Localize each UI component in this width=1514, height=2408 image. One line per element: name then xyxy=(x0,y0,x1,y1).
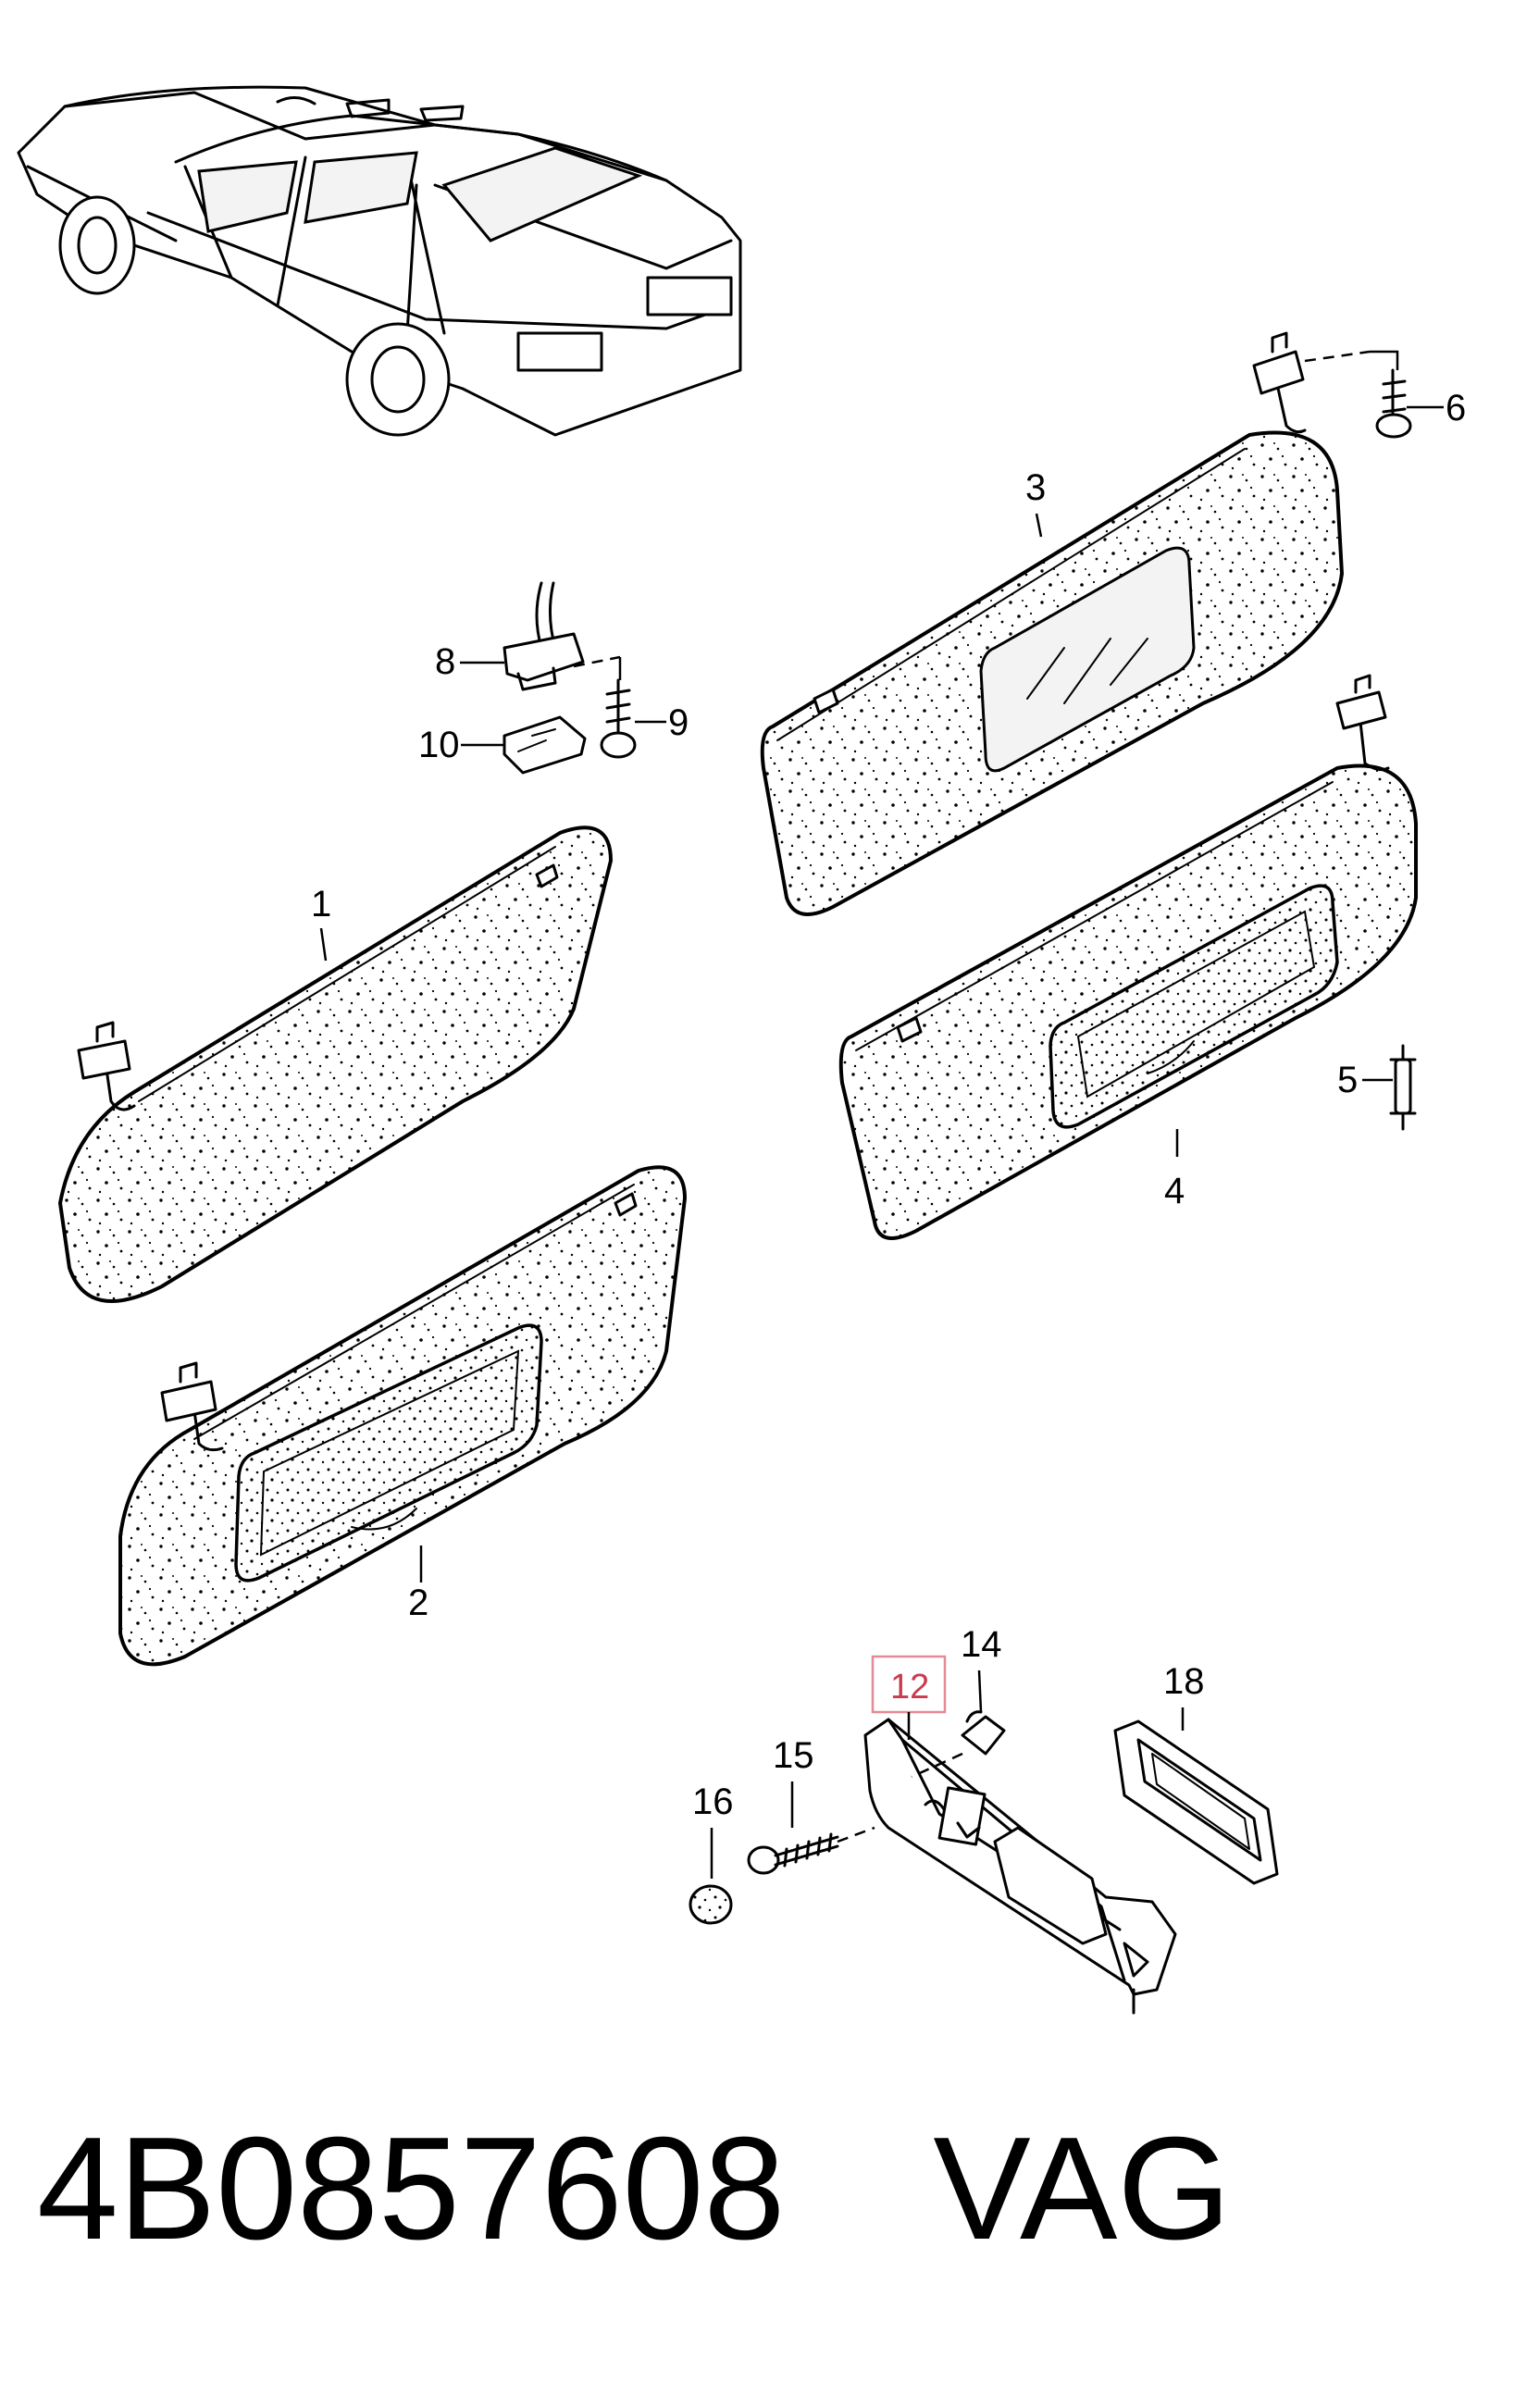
callout-label-15: 15 xyxy=(773,1735,814,1776)
lens-18 xyxy=(1113,1719,1279,1885)
callout-15: 15 xyxy=(773,1735,814,1828)
callout-label-10: 10 xyxy=(418,725,460,765)
callout-16: 16 xyxy=(692,1781,734,1879)
callout-label-8: 8 xyxy=(435,641,455,682)
callout-label-16: 16 xyxy=(692,1781,734,1822)
screw-15 xyxy=(747,1826,875,1875)
callout-18: 18 xyxy=(1163,1661,1205,1731)
callout-label-14: 14 xyxy=(961,1624,1002,1665)
callout-label-2: 2 xyxy=(408,1583,428,1623)
callout-9: 9 xyxy=(635,702,689,743)
callout-2: 2 xyxy=(408,1545,428,1623)
cover-cap-10 xyxy=(503,715,587,775)
callout-label-5: 5 xyxy=(1337,1060,1358,1100)
screw-9 xyxy=(600,657,637,759)
cap-16 xyxy=(689,1884,733,1925)
sun-visor-4 xyxy=(838,674,1418,1240)
callout-1: 1 xyxy=(311,884,331,962)
callout-label-4: 4 xyxy=(1164,1171,1185,1211)
sun-visor-3 xyxy=(760,331,1371,916)
callout-label-9: 9 xyxy=(668,702,689,743)
callout-4: 4 xyxy=(1164,1129,1185,1211)
callout-3: 3 xyxy=(1025,467,1046,538)
part-number: 4B0857608 xyxy=(37,2107,786,2270)
callout-label-3: 3 xyxy=(1025,467,1046,508)
mirror-light-housing-12 xyxy=(863,1718,1177,2015)
car-illustration xyxy=(17,85,742,437)
mount-bracket-8 xyxy=(503,581,621,691)
callout-5: 5 xyxy=(1337,1060,1393,1100)
callout-6: 6 xyxy=(1407,388,1466,428)
callout-label-6: 6 xyxy=(1446,388,1466,428)
callout-12: 12 xyxy=(871,1655,947,1740)
brand-name: VAG xyxy=(933,2107,1232,2270)
callout-8: 8 xyxy=(435,641,504,682)
callout-label-12: 12 xyxy=(890,1668,929,1707)
callout-10: 10 xyxy=(418,725,504,765)
callout-label-18: 18 xyxy=(1163,1661,1205,1702)
screw-6 xyxy=(1370,350,1412,439)
footer: 4B0857608 VAG xyxy=(37,2096,1481,2281)
sun-visor-1 xyxy=(57,825,614,1303)
bulb-5 xyxy=(1389,1044,1417,1131)
callout-14: 14 xyxy=(961,1624,1002,1713)
clip-14 xyxy=(911,1710,1006,1779)
sun-visor-2 xyxy=(118,1165,688,1667)
callout-label-1: 1 xyxy=(311,884,331,925)
